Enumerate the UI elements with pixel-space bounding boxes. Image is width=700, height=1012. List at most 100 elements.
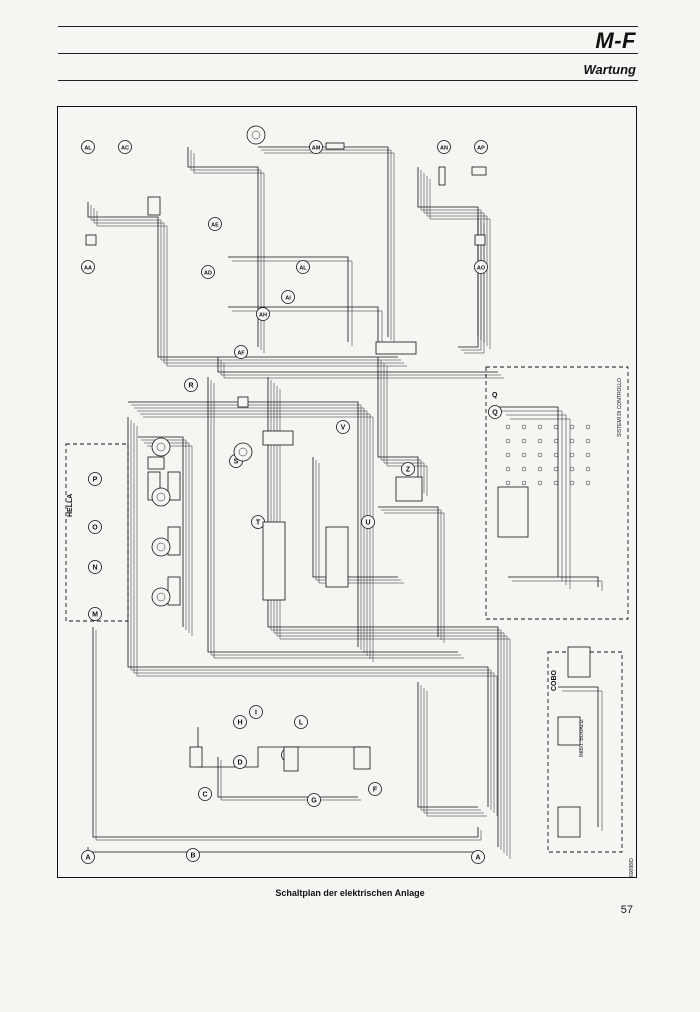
connector-block	[395, 476, 423, 502]
inhibitor-label: INIBIT. BOUAZIZ	[579, 719, 585, 757]
wire	[93, 208, 404, 364]
switch-contact	[505, 466, 511, 472]
round-connector	[151, 487, 171, 507]
wire	[508, 576, 599, 587]
connector-block	[557, 806, 581, 838]
switch-contact	[521, 424, 527, 430]
component-aa: AA	[81, 260, 95, 274]
component-p: P	[88, 472, 102, 486]
wire	[423, 688, 484, 814]
component-label: AP	[477, 145, 485, 151]
connector-block	[474, 234, 486, 246]
component-f: F	[368, 782, 382, 796]
component-h: H	[233, 715, 247, 729]
sistemi-label: SISTEMI DI CONTROLLO	[617, 378, 623, 437]
wire	[187, 147, 259, 347]
page-number: 57	[620, 904, 633, 916]
component-marker	[309, 140, 323, 154]
component-al: AL	[296, 260, 310, 274]
switch-contact	[569, 480, 575, 486]
component-marker	[294, 715, 308, 729]
round-connector	[246, 125, 266, 145]
switch-contact	[505, 480, 511, 486]
connector-block	[325, 142, 345, 150]
wire	[267, 377, 499, 847]
component-marker	[474, 260, 488, 274]
component-label: B	[190, 852, 195, 859]
switch-contact	[553, 438, 559, 444]
component-u: U	[361, 515, 375, 529]
wire	[128, 401, 359, 647]
hella-label: HELLA	[67, 494, 74, 517]
wire	[90, 205, 401, 361]
switch-contact	[537, 480, 543, 486]
section-title: Wartung	[583, 62, 636, 77]
components: ALACAGAMANAPAEAAAOADALAIAHAFRVSZTUPONMQH…	[81, 125, 591, 864]
diagram-caption: Schaltplan der elektrischen Anlage	[275, 888, 425, 898]
component-t: T	[251, 515, 265, 529]
model-title: M-F	[595, 28, 636, 53]
wire	[420, 685, 481, 811]
connector-block	[262, 430, 294, 446]
component-label: AL	[299, 265, 307, 271]
switch-contact	[585, 466, 591, 472]
component-marker	[186, 848, 200, 862]
component-label: AC	[121, 145, 129, 151]
component-l: L	[294, 715, 308, 729]
wire	[197, 727, 368, 768]
component-marker	[307, 793, 321, 807]
connector-block	[147, 456, 165, 470]
wire	[562, 690, 603, 831]
component-al: AL	[81, 140, 95, 154]
round-connector-pin	[238, 447, 248, 457]
wire	[228, 306, 379, 342]
connector-block	[262, 521, 286, 601]
wire	[506, 414, 567, 585]
round-connector-pin	[251, 130, 261, 140]
round-connector	[151, 587, 171, 607]
header-middle-rule	[58, 53, 638, 54]
connector-block	[497, 486, 529, 538]
wire	[502, 410, 563, 581]
wire	[133, 423, 495, 813]
component-label: AO	[477, 265, 486, 271]
connector-block	[167, 526, 181, 556]
wire	[232, 260, 353, 346]
wire	[318, 463, 404, 584]
round-connector	[151, 437, 171, 457]
wire	[210, 380, 461, 656]
wire	[510, 418, 571, 589]
component-marker	[336, 420, 350, 434]
cobo-label: COBO	[551, 669, 558, 691]
wire	[138, 436, 184, 627]
wire	[92, 627, 479, 838]
component-label: S	[234, 458, 239, 465]
wire	[417, 682, 478, 808]
wire	[423, 173, 485, 343]
wire	[213, 383, 464, 659]
wiring-diagram-frame: HELLA COBO Q SISTEMI DI CONTROLLO INIBIT…	[57, 106, 637, 878]
component-marker	[81, 850, 95, 864]
switch-contact	[505, 438, 511, 444]
wire	[264, 152, 395, 343]
component-label: P	[93, 476, 98, 483]
component-marker	[88, 607, 102, 621]
component-marker	[201, 265, 215, 279]
component-marker	[361, 515, 375, 529]
switch-contact	[521, 480, 527, 486]
connector-block	[85, 234, 97, 246]
round-connector-pin	[156, 542, 166, 552]
header-top-rule	[58, 26, 638, 27]
switch-contact	[553, 466, 559, 472]
switch-contact	[505, 452, 511, 458]
wire	[143, 416, 374, 662]
connector-block	[283, 746, 299, 772]
component-marker	[88, 520, 102, 534]
component-label: A	[85, 854, 90, 861]
component-marker	[81, 140, 95, 154]
component-m: M	[88, 607, 102, 621]
connector-block	[325, 526, 349, 588]
component-marker	[437, 140, 451, 154]
switch-contact	[537, 466, 543, 472]
connector-block	[167, 471, 181, 501]
